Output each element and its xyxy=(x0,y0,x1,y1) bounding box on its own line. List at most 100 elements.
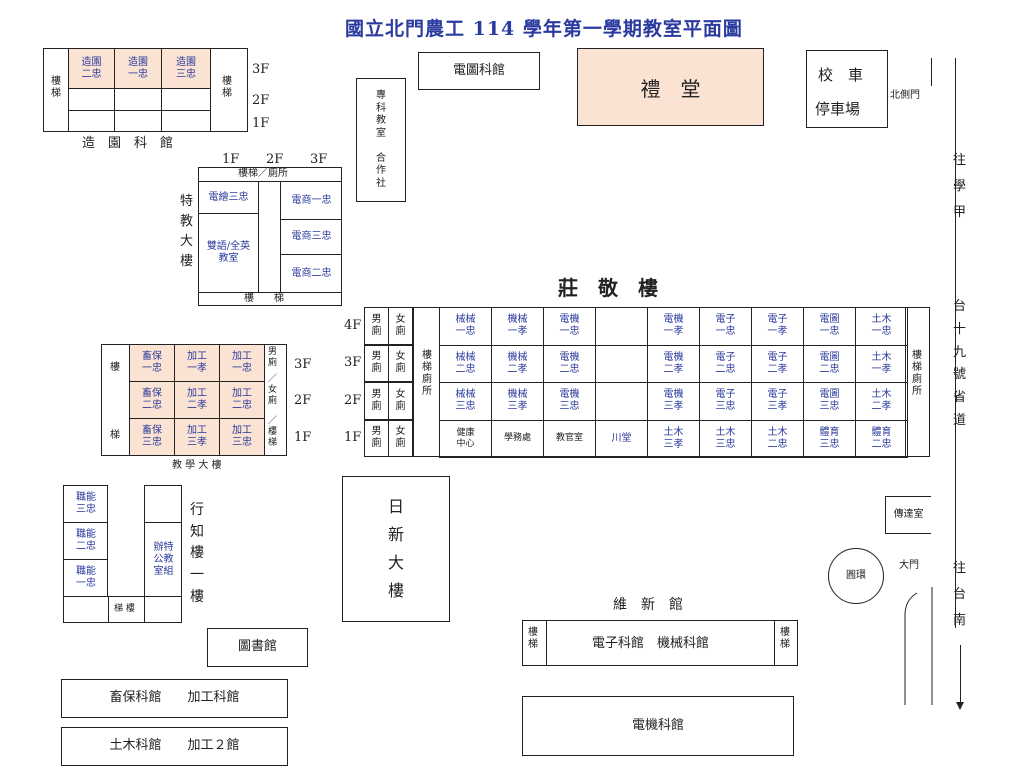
zhuangjing-room: 電機 三孝 xyxy=(647,382,700,421)
road-to-xuejia: 往 學 甲 xyxy=(953,153,967,220)
zhuangjing-room: 土木 二忠 xyxy=(751,419,804,458)
zhuangjing-room: 電子 三忠 xyxy=(699,382,752,421)
room-zaoyuan-1zhong: 造園 一忠 xyxy=(115,49,161,88)
dianji-building: 電機科館 xyxy=(522,696,794,756)
chubao-jiagong-building: 畜保科館 加工科館 xyxy=(61,679,288,718)
zaoyuan-building xyxy=(43,48,248,132)
zhuangjing-toilet-female: 女 廁 xyxy=(388,382,413,420)
room-dianhui-3zhong: 電繪三忠 xyxy=(208,191,249,203)
zaoyuan-floor-3f: 3F xyxy=(252,62,270,77)
zhuangjing-toilet-male: 男 廁 xyxy=(364,344,389,382)
library-building: 圖書館 xyxy=(207,628,308,667)
page-title: 國立北門農工 114 學年第一學期教室平面圖 xyxy=(345,18,743,40)
room-zaoyuan-2zhong: 造園 二忠 xyxy=(69,49,114,88)
room-bilingual: 雙語/全英 教室 xyxy=(206,241,251,264)
zhuangjing-room: 電圖 一忠 xyxy=(803,307,856,346)
jiaoxue-right-toilet-m: 男 廁 xyxy=(268,347,278,368)
zhuangjing-room: 電子 二忠 xyxy=(699,344,752,383)
weixin-center: 電子科館 機械科館 xyxy=(592,636,710,651)
zhuangjing-toilet-female: 女 廁 xyxy=(388,307,413,345)
zaoyuan-stair-left: 樓 梯 xyxy=(51,76,61,99)
zhuangjing-toilet-female: 女 廁 xyxy=(388,419,413,457)
xingzhi-bottom xyxy=(63,596,182,623)
zhuangjing-room: 土木 一孝 xyxy=(855,344,908,383)
bus-parking-line1: 校 車 xyxy=(818,66,864,84)
zhuangjing-room: 土木 一忠 xyxy=(855,307,908,346)
zhuangjing-room: 電子 二孝 xyxy=(751,344,804,383)
jiaoxue-building xyxy=(101,344,287,456)
zhuangjing-toilet-male: 男 廁 xyxy=(364,307,389,345)
bus-parking xyxy=(806,50,888,128)
zhuangjing-room: 電機 二孝 xyxy=(647,344,700,383)
arrow-down-icon xyxy=(956,702,964,710)
jiaoxue-name: 教 學 大 樓 xyxy=(172,460,222,471)
zhuangjing-room: 械械 三忠 xyxy=(439,382,492,421)
zhuangjing-room: 電機 一孝 xyxy=(647,307,700,346)
zhuangjing-room: 電圖 三忠 xyxy=(803,382,856,421)
tianji-building: 電圖科館 xyxy=(418,52,540,90)
room-zaoyuan-3zhong: 造園 三忠 xyxy=(162,49,210,88)
jiaoxue-room: 畜保 三忠 xyxy=(130,419,174,455)
zhuangjing-room: 體育 三忠 xyxy=(803,419,856,458)
room-dianshang-2zhong: 電商二忠 xyxy=(291,267,332,279)
room-zhineng-1zhong: 職能 一忠 xyxy=(76,566,96,589)
room-zhineng-3zhong: 職能 三忠 xyxy=(76,492,96,515)
zhuangjing-room: 機械 三孝 xyxy=(491,382,544,421)
zaoyuan-floor-1f: 1F xyxy=(252,116,270,131)
zhuangjing-toilet-female: 女 廁 xyxy=(388,344,413,382)
weixin-name: 維 新 館 xyxy=(613,597,683,613)
rixin-building: 日 新 大 樓 xyxy=(342,476,450,622)
zhuangjing-room xyxy=(595,307,648,346)
gate-road-lines xyxy=(904,587,933,705)
zhuangjing-room: 土木 三忠 xyxy=(699,419,752,458)
zhuangjing-room: 械械 二忠 xyxy=(439,344,492,383)
jiaoxue-room: 加工 三忠 xyxy=(220,419,264,455)
weixin-stair-left: 樓 梯 xyxy=(528,627,538,650)
zhuangjing-stair-left: 樓 梯 廁 所 xyxy=(422,350,432,397)
main-gate: 大門 xyxy=(899,560,919,571)
jiaoxue-room: 畜保 一忠 xyxy=(130,345,174,381)
room-special-ed-office: 辦特 公教 室組 xyxy=(153,541,174,577)
zhuangjing-floor-3f: 3F xyxy=(344,355,362,370)
zhuangjing-room: 健康 中心 xyxy=(439,419,492,458)
zhuangjing-room xyxy=(595,344,648,383)
road-provincial-19: 台 十 九 號 省 道 xyxy=(953,299,967,428)
jiaoxue-floor-1f: 1F xyxy=(294,430,312,445)
zhuangjing-floor-4f: 4F xyxy=(344,318,362,333)
zhuangjing-room: 電子 一忠 xyxy=(699,307,752,346)
tejiao-building xyxy=(198,167,342,306)
zhuangjing-room: 電機 二忠 xyxy=(543,344,596,383)
zhuanke-building: 專 科 教 室 合 作 社 xyxy=(356,78,406,202)
weixin-stair-right: 樓 梯 xyxy=(780,627,790,650)
jiaoxue-stair-top: 樓 xyxy=(110,362,120,373)
zhuangjing-room: 土木 三孝 xyxy=(647,419,700,458)
jiaoxue-room: 加工 三孝 xyxy=(175,419,219,455)
chuanda-room: 傳達室 xyxy=(885,496,931,534)
xingzhi-stairs: 梯 樓 xyxy=(114,604,135,614)
zhuangjing-room: 教官室 xyxy=(543,419,596,458)
zhuangjing-room: 土木 二孝 xyxy=(855,382,908,421)
zhuangjing-toilet-male: 男 廁 xyxy=(364,419,389,457)
zhuangjing-room: 機械 一孝 xyxy=(491,307,544,346)
jiaoxue-right-toilet-f: ／ 女 廁 xyxy=(268,374,278,406)
tejiao-name: 特 教 大 樓 xyxy=(180,194,194,270)
jiaoxue-room: 加工 一忠 xyxy=(220,345,264,381)
jiaoxue-room: 加工 二忠 xyxy=(220,382,264,418)
jiaoxue-stair-bottom: 梯 xyxy=(110,430,120,441)
bus-parking-line2: 停車場 xyxy=(815,100,861,118)
zhuangjing-room: 電機 三忠 xyxy=(543,382,596,421)
tumu-jiagong2-building: 土木科館 加工２館 xyxy=(61,727,288,766)
room-dianshang-3zhong: 電商三忠 xyxy=(291,231,332,242)
zhuangjing-room: 電子 一孝 xyxy=(751,307,804,346)
jiaoxue-right-stair: ／ 樓 梯 xyxy=(268,416,278,448)
zhuangjing-name: 莊 敬 樓 xyxy=(558,276,658,300)
roundabout: 圓環 xyxy=(828,548,884,604)
room-zhineng-2zhong: 職能 二忠 xyxy=(76,529,96,552)
tejiao-floor-2f: 2F xyxy=(266,152,284,167)
zhuangjing-stair-right: 樓 梯 廁 所 xyxy=(912,350,922,397)
room-dianshang-1zhong: 電商一忠 xyxy=(291,194,332,206)
zaoyuan-caption: 造 園 科 館 xyxy=(82,136,174,151)
zhuangjing-toilet-male: 男 廁 xyxy=(364,382,389,420)
zhuangjing-room: 機械 二孝 xyxy=(491,344,544,383)
zhuangjing-room: 學務處 xyxy=(491,419,544,458)
